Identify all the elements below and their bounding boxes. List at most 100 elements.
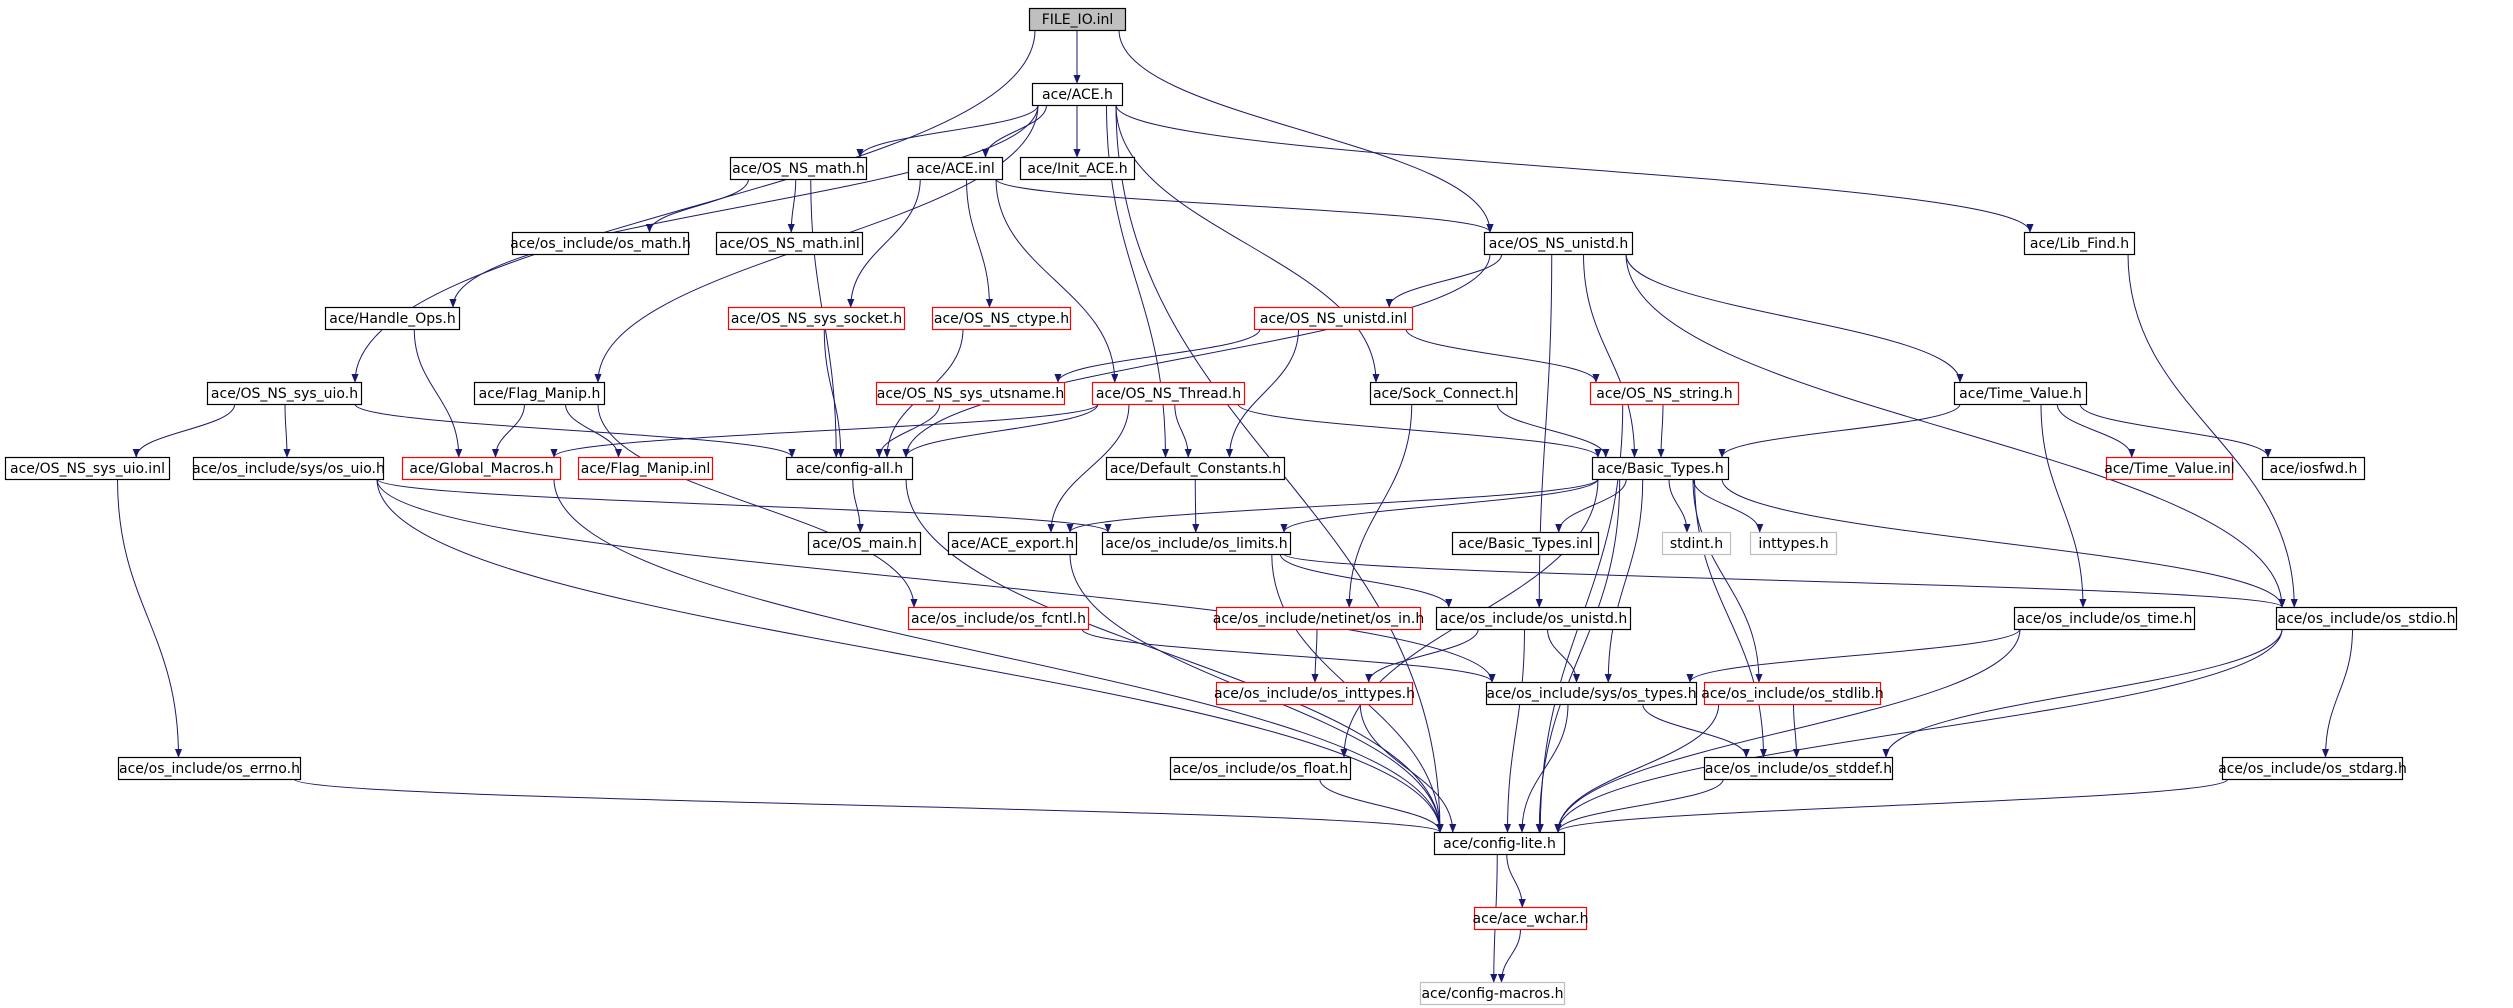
edge-os-ns-sys-uio-h-to-config-all-h [354,403,796,458]
node-time-value-inl[interactable]: ace/Time_Value.inl [2104,456,2235,481]
edge-netinet-os-in-h-to-os-inttypes-h [1311,628,1319,683]
node-os-inttypes-h[interactable]: ace/os_include/os_inttypes.h [1214,681,1415,706]
edge-config-all-h-to-os-main-h [852,478,864,533]
node-sock-connect-h[interactable]: ace/Sock_Connect.h [1369,381,1518,406]
node-box [1215,681,1414,706]
node-label: ace/os_include/os_fcntl.h [911,611,1086,627]
node-os-ns-string-h[interactable]: ace/OS_NS_string.h [1589,381,1740,406]
edge-os-limits-h-to-os-stdio-h [1283,553,2286,608]
node-box [577,456,714,481]
node-os-ns-unistd-inl[interactable]: ace/OS_NS_unistd.inl [1253,306,1414,331]
edge-flag-manip-h-to-flag-manip-inl [565,403,623,458]
node-global-macros-h[interactable]: ace/Global_Macros.h [401,456,562,481]
node-config-lite-h[interactable]: ace/config-lite.h [1433,831,1566,856]
edge-os-stdlib-h-to-config-lite-h [1554,703,1720,833]
node-ace-export-h[interactable]: ace/ACE_export.h [947,531,1078,556]
edge-basic-types-h-to-stdint-h [1668,478,1691,533]
node-os-math-h[interactable]: ace/os_include/os_math.h [510,231,691,256]
edge-os-ns-thread-h-to-config-all-h [902,403,1099,458]
edge-ace-inl-to-os-ns-thread-h [995,178,1119,383]
node-os-ns-thread-h[interactable]: ace/OS_NS_Thread.h [1091,381,1246,406]
edge-lib-find-h-to-os-stdio-h [2127,253,2298,608]
node-basic-types-inl[interactable]: ace/Basic_Types.inl [1451,531,1600,556]
node-basic-types-h[interactable]: ace/Basic_Types.h [1591,456,1730,481]
node-os-ns-math-inl[interactable]: ace/OS_NS_math.inl [715,231,864,256]
node-box [931,306,1072,331]
edge-os-time-h-to-sys-os-types-h [1686,628,2021,683]
node-os-main-h[interactable]: ace/OS_main.h [807,531,922,556]
node-ace-wchar-h[interactable]: ace/ace_wchar.h [1473,906,1589,931]
node-label: ace/Time_Value.h [1959,386,2082,402]
node-os-stdarg-h[interactable]: ace/os_include/os_stdarg.h [2218,756,2407,781]
node-box [192,456,385,481]
node-os-fcntl-h[interactable]: ace/os_include/os_fcntl.h [907,606,1090,631]
node-box [206,381,363,406]
node-os-unistd-h[interactable]: ace/os_include/os_unistd.h [1435,606,1632,631]
edge-os-errno-h-to-config-lite-h [293,778,1444,833]
node-box [1419,981,1566,1006]
node-os-time-h[interactable]: ace/os_include/os_time.h [2013,606,2196,631]
node-label: ace/Init_ACE.h [1027,161,1127,177]
node-file-io-inl[interactable]: FILE_IO.inl [1028,7,1127,32]
node-label: ace/Global_Macros.h [409,461,553,477]
node-inttypes-h[interactable]: inttypes.h [1749,531,1838,556]
edge-time-value-h-to-time-value-inl [2056,403,2136,458]
edge-os-inttypes-h-to-config-lite-h [1359,703,1457,833]
node-os-limits-h[interactable]: ace/os_include/os_limits.h [1101,531,1292,556]
edge-ace-h-to-handle-ops-h [449,104,1039,308]
node-os-stdio-h[interactable]: ace/os_include/os_stdio.h [2275,606,2458,631]
node-os-ns-sys-socket-h[interactable]: ace/OS_NS_sys_socket.h [727,306,906,331]
node-os-stddef-h[interactable]: ace/os_include/os_stddef.h [1703,756,1894,781]
edge-basic-types-h-to-os-stdlib-h [1692,478,1763,683]
node-box [1473,906,1588,931]
edge-os-ns-sys-uio-h-to-os-ns-sys-uio-inl [132,403,236,458]
node-os-ns-sys-uio-h[interactable]: ace/OS_NS_sys_uio.h [206,381,363,406]
node-os-ns-ctype-h[interactable]: ace/OS_NS_ctype.h [931,306,1072,331]
node-default-constants-h[interactable]: ace/Default_Constants.h [1105,456,1286,481]
node-os-float-h[interactable]: ace/os_include/os_float.h [1169,756,1352,781]
node-box [1589,381,1740,406]
edge-os-ns-sys-uio-inl-to-os-errno-h [117,478,183,758]
node-label: ace/Handle_Ops.h [329,311,456,327]
edge-sock-connect-h-to-basic-types-h [1496,403,1610,458]
edge-os-ns-unistd-h-to-basic-types-h [1583,253,1639,458]
edge-sys-os-types-h-to-os-stddef-h [1642,703,1750,758]
edge-os-ns-unistd-h-to-time-value-h [1625,253,1964,383]
edge-ace-h-to-sock-connect-h [1115,104,1380,383]
node-ace-inl[interactable]: ace/ACE.inl [907,156,1004,181]
node-os-ns-sys-uio-inl[interactable]: ace/OS_NS_sys_uio.inl [4,456,171,481]
node-os-stdlib-h[interactable]: ace/os_include/os_stdlib.h [1701,681,1884,706]
node-os-errno-h[interactable]: ace/os_include/os_errno.h [117,756,302,781]
edge-ace-h-to-os-ns-math-h [856,104,1039,158]
node-lib-find-h[interactable]: ace/Lib_Find.h [2023,231,2136,256]
node-ace-h[interactable]: ace/ACE.h [1031,82,1124,107]
node-netinet-os-in-h[interactable]: ace/os_include/netinet/os_in.h [1213,606,1424,631]
node-init-ace-h[interactable]: ace/Init_ACE.h [1019,156,1136,181]
edge-basic-types-h-to-os-limits-h [1280,478,1599,533]
node-flag-manip-inl[interactable]: ace/Flag_Manip.inl [577,456,714,481]
node-time-value-h[interactable]: ace/Time_Value.h [1953,381,2088,406]
node-sys-os-uio-h[interactable]: ace/os_include/sys/os_uio.h [192,456,385,481]
node-label: ace/OS_NS_sys_utsname.h [877,386,1064,402]
node-label: ace/OS_NS_math.inl [719,236,860,252]
node-config-macros-h[interactable]: ace/config-macros.h [1419,981,1566,1006]
node-stdint-h[interactable]: stdint.h [1661,531,1732,556]
node-label: ace/os_include/os_float.h [1173,761,1349,777]
edge-time-value-h-to-os-time-h [2040,403,2087,608]
node-handle-ops-h[interactable]: ace/Handle_Ops.h [324,306,461,331]
node-box [2023,231,2136,256]
node-label: ace/os_include/netinet/os_in.h [1213,611,1424,627]
node-os-ns-unistd-h[interactable]: ace/OS_NS_unistd.h [1483,231,1634,256]
node-box [1703,681,1882,706]
node-sys-os-types-h[interactable]: ace/os_include/sys/os_types.h [1485,681,1698,706]
node-box [785,456,914,481]
node-iosfwd-h[interactable]: ace/iosfwd.h [2261,456,2366,481]
node-os-ns-math-h[interactable]: ace/OS_NS_math.h [729,156,868,181]
node-label: ace/OS_NS_sys_uio.h [211,386,358,402]
node-config-all-h[interactable]: ace/config-all.h [785,456,914,481]
node-os-ns-sys-utsname-h[interactable]: ace/OS_NS_sys_utsname.h [875,381,1066,406]
node-label: ace/os_include/os_stddef.h [1705,761,1892,777]
edge-os-ns-thread-h-to-ace-export-h [1047,403,1130,533]
node-flag-manip-h[interactable]: ace/Flag_Manip.h [473,381,606,406]
node-box [729,156,868,181]
